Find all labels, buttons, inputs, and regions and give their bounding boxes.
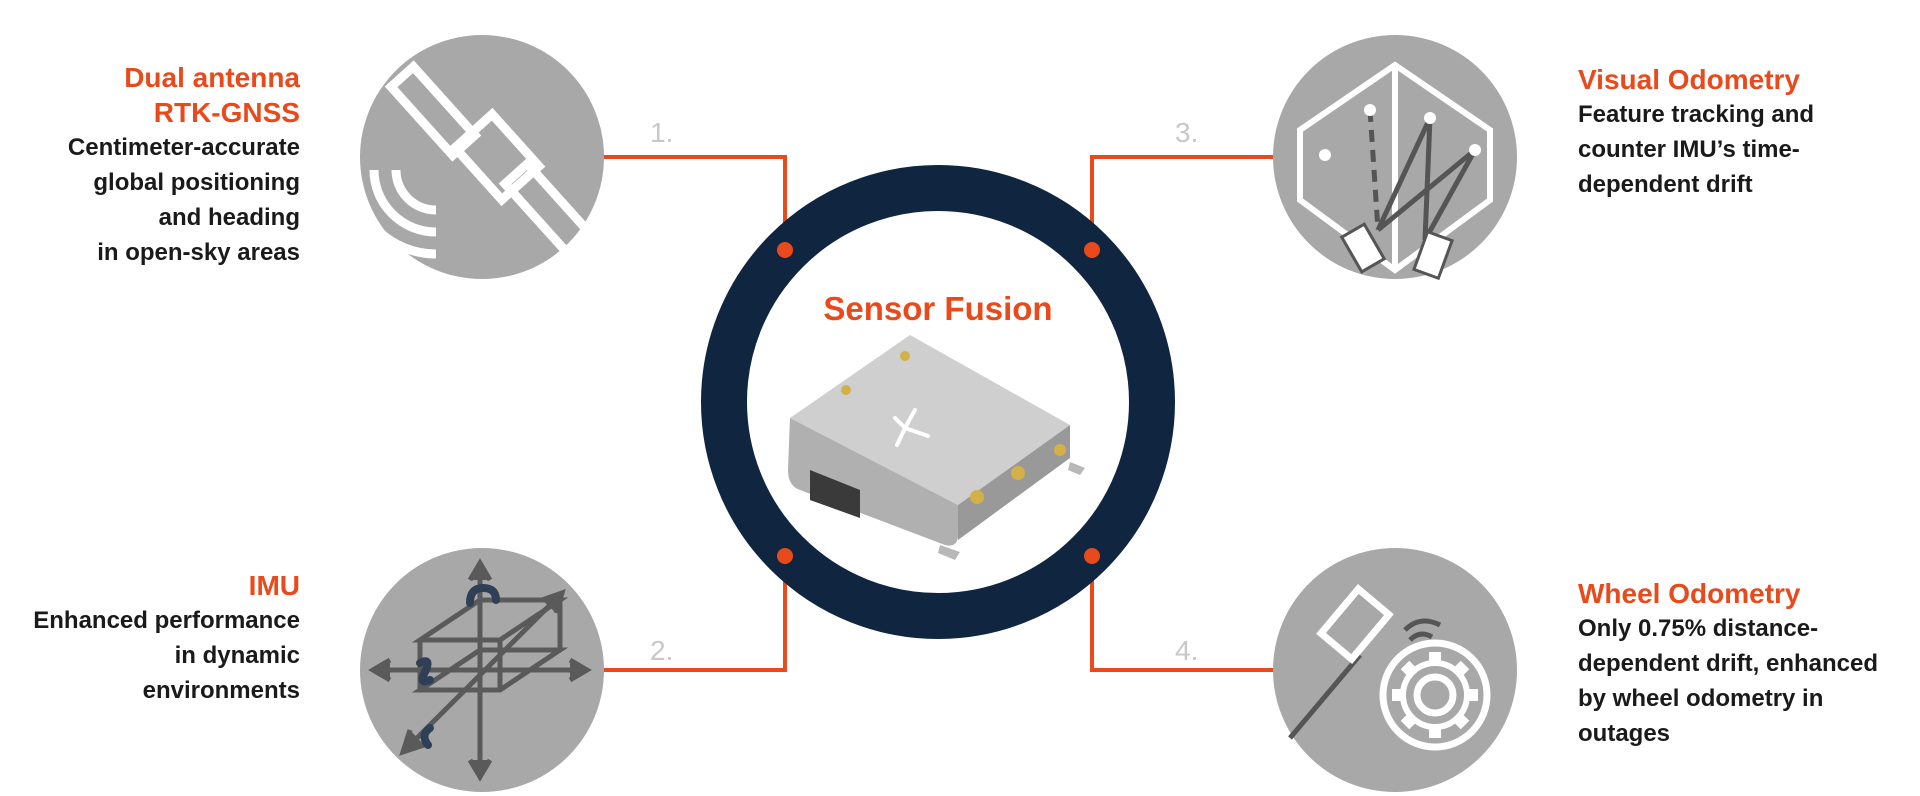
source-title-gnss-line1: Dual antenna bbox=[124, 62, 300, 93]
source-icon-4 bbox=[1273, 548, 1517, 792]
rotation-arrows-icon bbox=[416, 583, 500, 749]
imu-axes-icon bbox=[368, 558, 592, 782]
wheel-encoder-icon bbox=[1288, 583, 1491, 751]
source-desc-imu-line3: environments bbox=[142, 677, 300, 704]
connector-4 bbox=[1090, 556, 1275, 672]
source-title-imu: IMU bbox=[248, 570, 300, 601]
sensor-device-icon bbox=[788, 335, 1085, 560]
hub-title: Sensor Fusion bbox=[823, 290, 1052, 327]
source-icon-2 bbox=[360, 548, 604, 792]
source-block-wheel-odometry: Wheel Odometry Only 0.75% distance- depe… bbox=[1578, 576, 1908, 751]
source-number-4: 4. bbox=[1175, 635, 1198, 666]
source-desc-vo-line1: Feature tracking and bbox=[1578, 101, 1815, 128]
source-desc-wo-line2: dependent drift, enhanced bbox=[1578, 650, 1879, 677]
source-desc-gnss-line3: and heading bbox=[158, 204, 300, 231]
source-number-3: 3. bbox=[1175, 117, 1198, 148]
source-number-1: 1. bbox=[650, 117, 673, 148]
source-desc-vo-line3: dependent drift bbox=[1578, 171, 1753, 198]
source-icon-3 bbox=[1273, 35, 1517, 281]
source-block-imu: IMU Enhanced performance in dynamic envi… bbox=[0, 568, 300, 708]
source-desc-gnss-line4: in open-sky areas bbox=[97, 239, 300, 266]
source-title-gnss-line2: RTK-GNSS bbox=[153, 97, 300, 128]
feature-points bbox=[1319, 104, 1481, 161]
connector-3 bbox=[1090, 155, 1275, 250]
satellite-icon bbox=[347, 60, 596, 259]
connector-2 bbox=[600, 556, 787, 672]
connector-1 bbox=[600, 155, 787, 250]
sensor-fusion-ring bbox=[701, 165, 1175, 639]
source-desc-gnss-line2: global positioning bbox=[93, 169, 300, 196]
cameras bbox=[1339, 222, 1454, 281]
source-block-gnss: Dual antenna RTK-GNSS Centimeter-accurat… bbox=[0, 60, 300, 270]
connectors bbox=[600, 155, 1275, 672]
connector-dots bbox=[777, 242, 1100, 564]
source-desc-gnss-line1: Centimeter-accurate bbox=[67, 134, 300, 161]
source-title-visual-odometry: Visual Odometry bbox=[1578, 64, 1801, 95]
source-title-wheel-odometry: Wheel Odometry bbox=[1578, 578, 1801, 609]
source-desc-wo-line1: Only 0.75% distance- bbox=[1578, 615, 1819, 642]
source-desc-vo-line2: counter IMU’s time- bbox=[1578, 136, 1800, 163]
connector-dot-3 bbox=[1084, 242, 1100, 258]
source-icon-1 bbox=[347, 35, 604, 279]
source-block-visual-odometry: Visual Odometry Feature tracking and cou… bbox=[1578, 62, 1898, 202]
source-number-2: 2. bbox=[650, 635, 673, 666]
camera-feature-tracking-icon bbox=[1297, 61, 1493, 274]
connector-dot-2 bbox=[777, 548, 793, 564]
connector-dot-4 bbox=[1084, 548, 1100, 564]
source-desc-wo-line3: by wheel odometry in bbox=[1578, 685, 1824, 712]
source-desc-wo-line4: outages bbox=[1578, 720, 1671, 747]
source-desc-imu-line1: Enhanced performance bbox=[33, 607, 300, 634]
feature-track-lines bbox=[1367, 109, 1478, 242]
source-desc-imu-line2: in dynamic bbox=[174, 642, 300, 669]
connector-dot-1 bbox=[777, 242, 793, 258]
